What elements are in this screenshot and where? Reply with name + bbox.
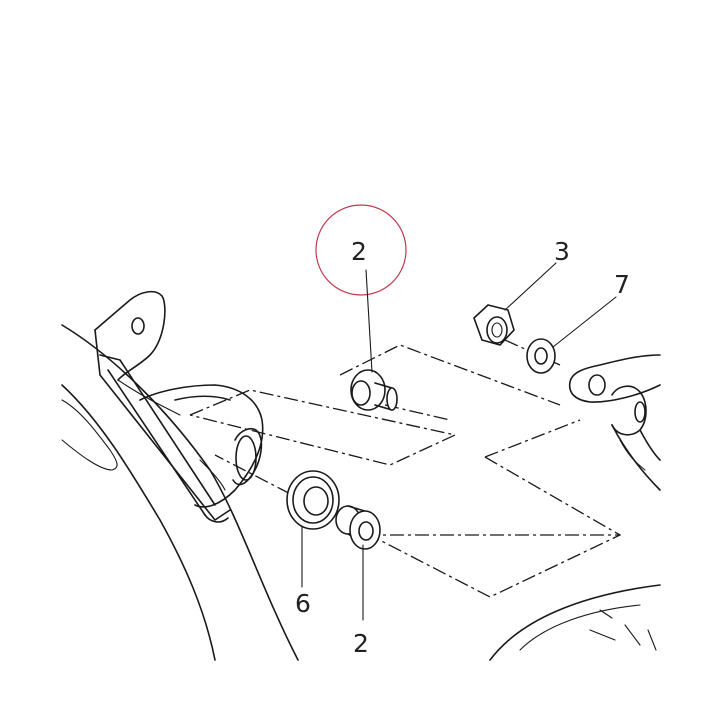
bushing-icon[interactable] [335, 505, 381, 550]
leader-lines [301, 262, 617, 621]
callout-3: 3 [554, 237, 570, 266]
frame-bracket-assembly [61, 290, 299, 661]
callout-7: 7 [614, 270, 630, 299]
bushing-icon[interactable] [350, 369, 398, 411]
seal-ring-icon[interactable] [286, 470, 340, 530]
callout-2-bottom: 2 [353, 629, 369, 658]
washer-icon[interactable] [526, 338, 556, 374]
right-arm-assembly [568, 354, 661, 491]
callout-highlight-circle [315, 204, 407, 296]
callout-2-top: 2 [351, 237, 367, 266]
nut-icon[interactable] [473, 304, 515, 346]
lower-right-body [489, 584, 661, 661]
callout-6: 6 [295, 589, 311, 618]
